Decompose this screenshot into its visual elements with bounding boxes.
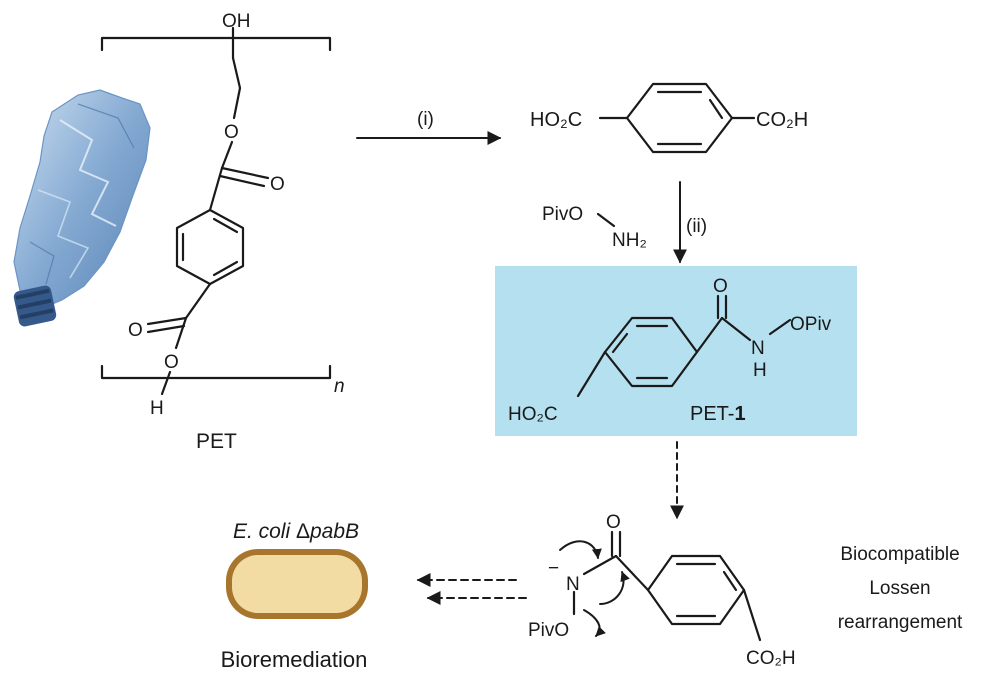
lossen-minus: − bbox=[548, 558, 559, 579]
lossen-intermediate: O − N PivO CO₂H Biocompatible Lossen rea… bbox=[528, 512, 963, 669]
bioremediation-caption: Bioremediation bbox=[221, 647, 368, 672]
curved-arrow-3 bbox=[583, 609, 606, 637]
pet-structure: OH O O O O H n PET bbox=[100, 11, 345, 453]
pet1-opiv-label: OPiv bbox=[790, 314, 832, 335]
curved-arrow-1 bbox=[559, 540, 602, 559]
pet1-acid-label: HO₂C bbox=[508, 404, 558, 425]
pet-repeat-n: n bbox=[334, 376, 345, 397]
pet-ester-o-bottom: O bbox=[164, 352, 179, 373]
pet1-carbonyl-o: O bbox=[713, 276, 728, 297]
pet1-name-prefix: PET- bbox=[690, 403, 734, 425]
lossen-carbonyl-o: O bbox=[606, 512, 621, 533]
step-i-label: (i) bbox=[417, 109, 434, 130]
tpa-left-label: HO₂C bbox=[530, 109, 582, 131]
lossen-pivo-label: PivO bbox=[528, 620, 569, 641]
lossen-caption-line1: Biocompatible bbox=[840, 544, 959, 565]
repeat-bracket-bottom bbox=[100, 364, 332, 380]
pet1-highlight-box bbox=[495, 266, 857, 436]
lossen-caption-line2: Lossen bbox=[869, 578, 930, 599]
ecoli-cell: E. coli ΔpabB Bioremediation bbox=[221, 520, 368, 672]
pet-h-label: H bbox=[150, 398, 164, 419]
reagent-pivo: PivO bbox=[542, 204, 583, 225]
pet1-name: PET-1 bbox=[690, 403, 746, 425]
cell-cytoplasm bbox=[232, 555, 362, 613]
ecoli-strain-gene: pabB bbox=[309, 520, 359, 543]
step-ii: (ii) PivO NH₂ bbox=[542, 181, 707, 264]
curved-arrow-2 bbox=[599, 571, 630, 605]
ecoli-strain-label: E. coli ΔpabB bbox=[233, 520, 359, 543]
pet-oh-label: OH bbox=[222, 11, 251, 32]
lossen-n-label: N bbox=[566, 574, 580, 595]
ecoli-strain-prefix: E. coli bbox=[233, 520, 296, 543]
pet-carbonyl-o-top: O bbox=[270, 174, 285, 195]
pet1-name-number: 1 bbox=[734, 403, 745, 425]
pet-name: PET bbox=[196, 430, 237, 453]
lossen-caption-line3: rearrangement bbox=[838, 612, 963, 633]
plastic-bottle-icon bbox=[13, 89, 151, 327]
lossen-acid-label: CO₂H bbox=[746, 648, 796, 669]
pet-ester-o-top: O bbox=[224, 122, 239, 143]
pet1-h-label: H bbox=[753, 360, 767, 381]
step-i-arrow: (i) bbox=[356, 109, 502, 145]
repeat-bracket-top bbox=[100, 36, 332, 52]
pet-carbonyl-o-bottom: O bbox=[128, 320, 143, 341]
reagent-nh2: NH₂ bbox=[612, 230, 647, 251]
pet1-product: O N H OPiv HO₂C PET-1 bbox=[495, 266, 857, 436]
ecoli-strain-delta: Δ bbox=[296, 520, 310, 543]
terephthalic-acid: HO₂C CO₂H bbox=[530, 82, 808, 154]
pet1-n-label: N bbox=[751, 338, 765, 359]
tpa-right-label: CO₂H bbox=[756, 109, 808, 131]
step-ii-label: (ii) bbox=[686, 216, 707, 237]
